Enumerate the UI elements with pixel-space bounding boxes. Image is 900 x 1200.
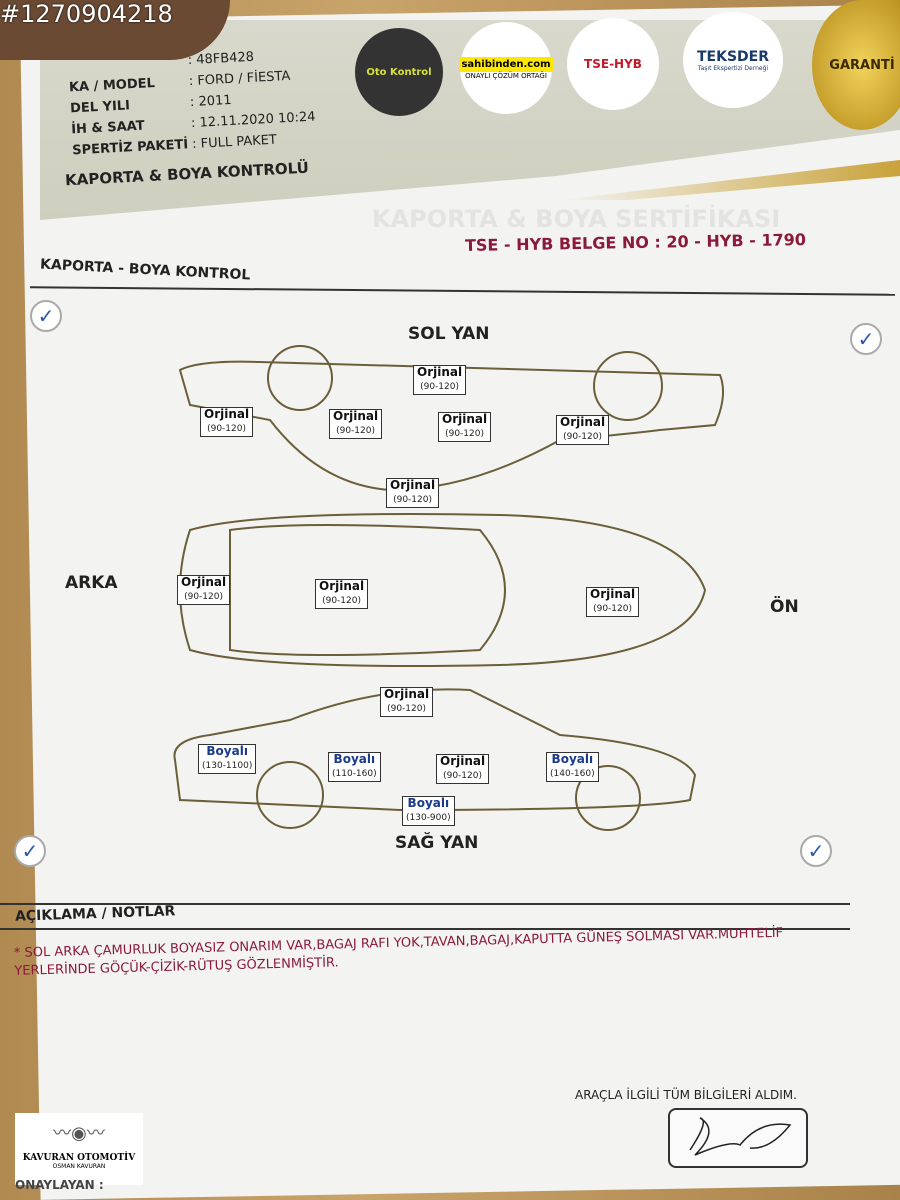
dealer-stamp: 〰◉〰 KAVURAN OTOMOTİV OSMAN KAVURAN bbox=[15, 1113, 143, 1185]
panel-tag: Orjinal(90-120) bbox=[586, 587, 640, 617]
teksder-sub: Taşıt Ekspertizi Derneği bbox=[697, 64, 769, 72]
certificate-title: KAPORTA & BOYA SERTİFİKASI bbox=[372, 205, 781, 233]
view-left-label: SOL YAN bbox=[408, 324, 490, 344]
garanti-seal: GARANTİ bbox=[812, 0, 900, 130]
panel-tag: Orjinal(90-120) bbox=[556, 415, 610, 445]
view-rear-label: ARKA bbox=[65, 573, 118, 593]
teksder-text: TEKSDER bbox=[696, 48, 769, 65]
approved-label: ONAYLAYAN : bbox=[15, 1178, 104, 1192]
panel-tag: Orjinal(90-120) bbox=[200, 407, 254, 437]
panel-tag: Orjinal(90-120) bbox=[386, 478, 440, 508]
check-icon: ✓ bbox=[14, 835, 46, 867]
divider bbox=[0, 903, 850, 905]
sahibinden-text: sahibinden.com bbox=[459, 56, 553, 72]
signature bbox=[689, 1117, 792, 1156]
check-icon: ✓ bbox=[30, 300, 62, 332]
panel-tag: Orjinal(90-120) bbox=[380, 687, 434, 717]
panel-tag: Orjinal(90-120) bbox=[413, 365, 467, 395]
panel-tag: Orjinal(90-120) bbox=[329, 409, 383, 439]
check-icon: ✓ bbox=[850, 323, 882, 355]
dealer-owner: OSMAN KAVURAN bbox=[52, 1163, 106, 1170]
panel-tag: Orjinal(90-120) bbox=[436, 754, 490, 784]
listing-id: #1270904218 bbox=[0, 0, 173, 28]
car-top-view bbox=[179, 513, 707, 667]
panel-tag: Boyalı(130-900) bbox=[402, 796, 455, 826]
oto-kontrol-logo: Oto Kontrol bbox=[355, 28, 443, 116]
panel-tag: Orjinal(90-120) bbox=[438, 412, 492, 442]
sahibinden-sub: ONAYLI ÇÖZÜM ORTAĞI bbox=[465, 71, 547, 80]
panel-tag: Orjinal(90-120) bbox=[315, 579, 369, 609]
view-right-label: SAĞ YAN bbox=[395, 833, 479, 853]
acknowledge-text: ARAÇLA İLGİLİ TÜM BİLGİLERİ ALDIM. bbox=[575, 1088, 797, 1102]
check-icon: ✓ bbox=[800, 835, 832, 867]
car-right-side bbox=[173, 688, 697, 831]
panel-tag: Boyalı(130-1100) bbox=[198, 744, 257, 774]
view-front-label: ÖN bbox=[770, 597, 799, 617]
panel-tag: Orjinal(90-120) bbox=[177, 575, 231, 605]
divider bbox=[0, 928, 850, 930]
wings-icon: 〰◉〰 bbox=[53, 1123, 105, 1144]
dealer-name: KAVURAN OTOMOTİV bbox=[22, 1153, 136, 1163]
tse-hyb-logo: TSE-HYB bbox=[567, 18, 659, 110]
hand bbox=[0, 0, 230, 60]
panel-tag: Boyalı(140-160) bbox=[546, 752, 599, 782]
panel-tag: Boyalı(110-160) bbox=[328, 752, 381, 782]
signature-box bbox=[668, 1108, 808, 1168]
